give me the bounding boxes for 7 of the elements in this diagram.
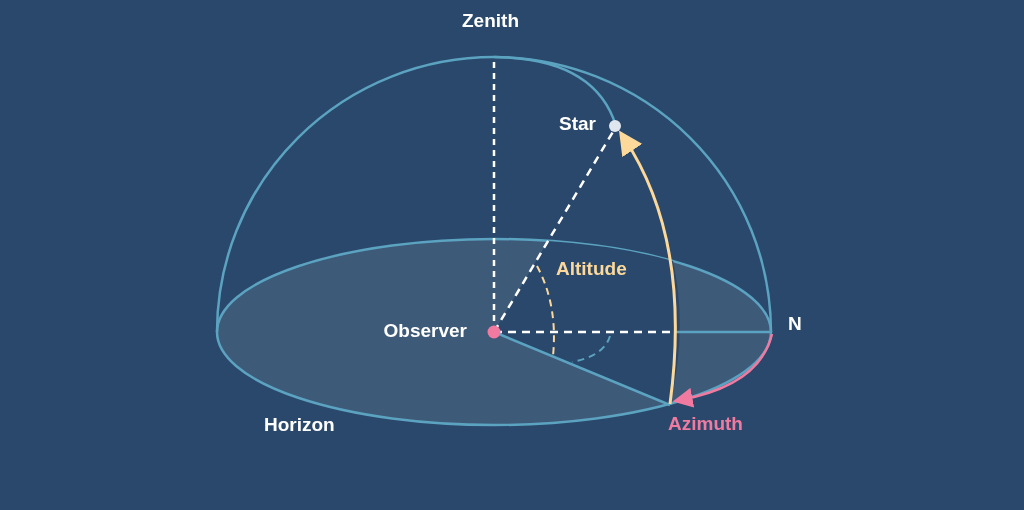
star-label: Star	[559, 113, 596, 135]
azimuth-label: Azimuth	[668, 413, 743, 435]
altitude-label: Altitude	[556, 258, 627, 280]
horizon-label: Horizon	[264, 414, 335, 436]
direction-label: N	[788, 313, 802, 335]
zenith-label: Zenith	[462, 10, 519, 32]
observer-label: Observer	[383, 320, 467, 342]
